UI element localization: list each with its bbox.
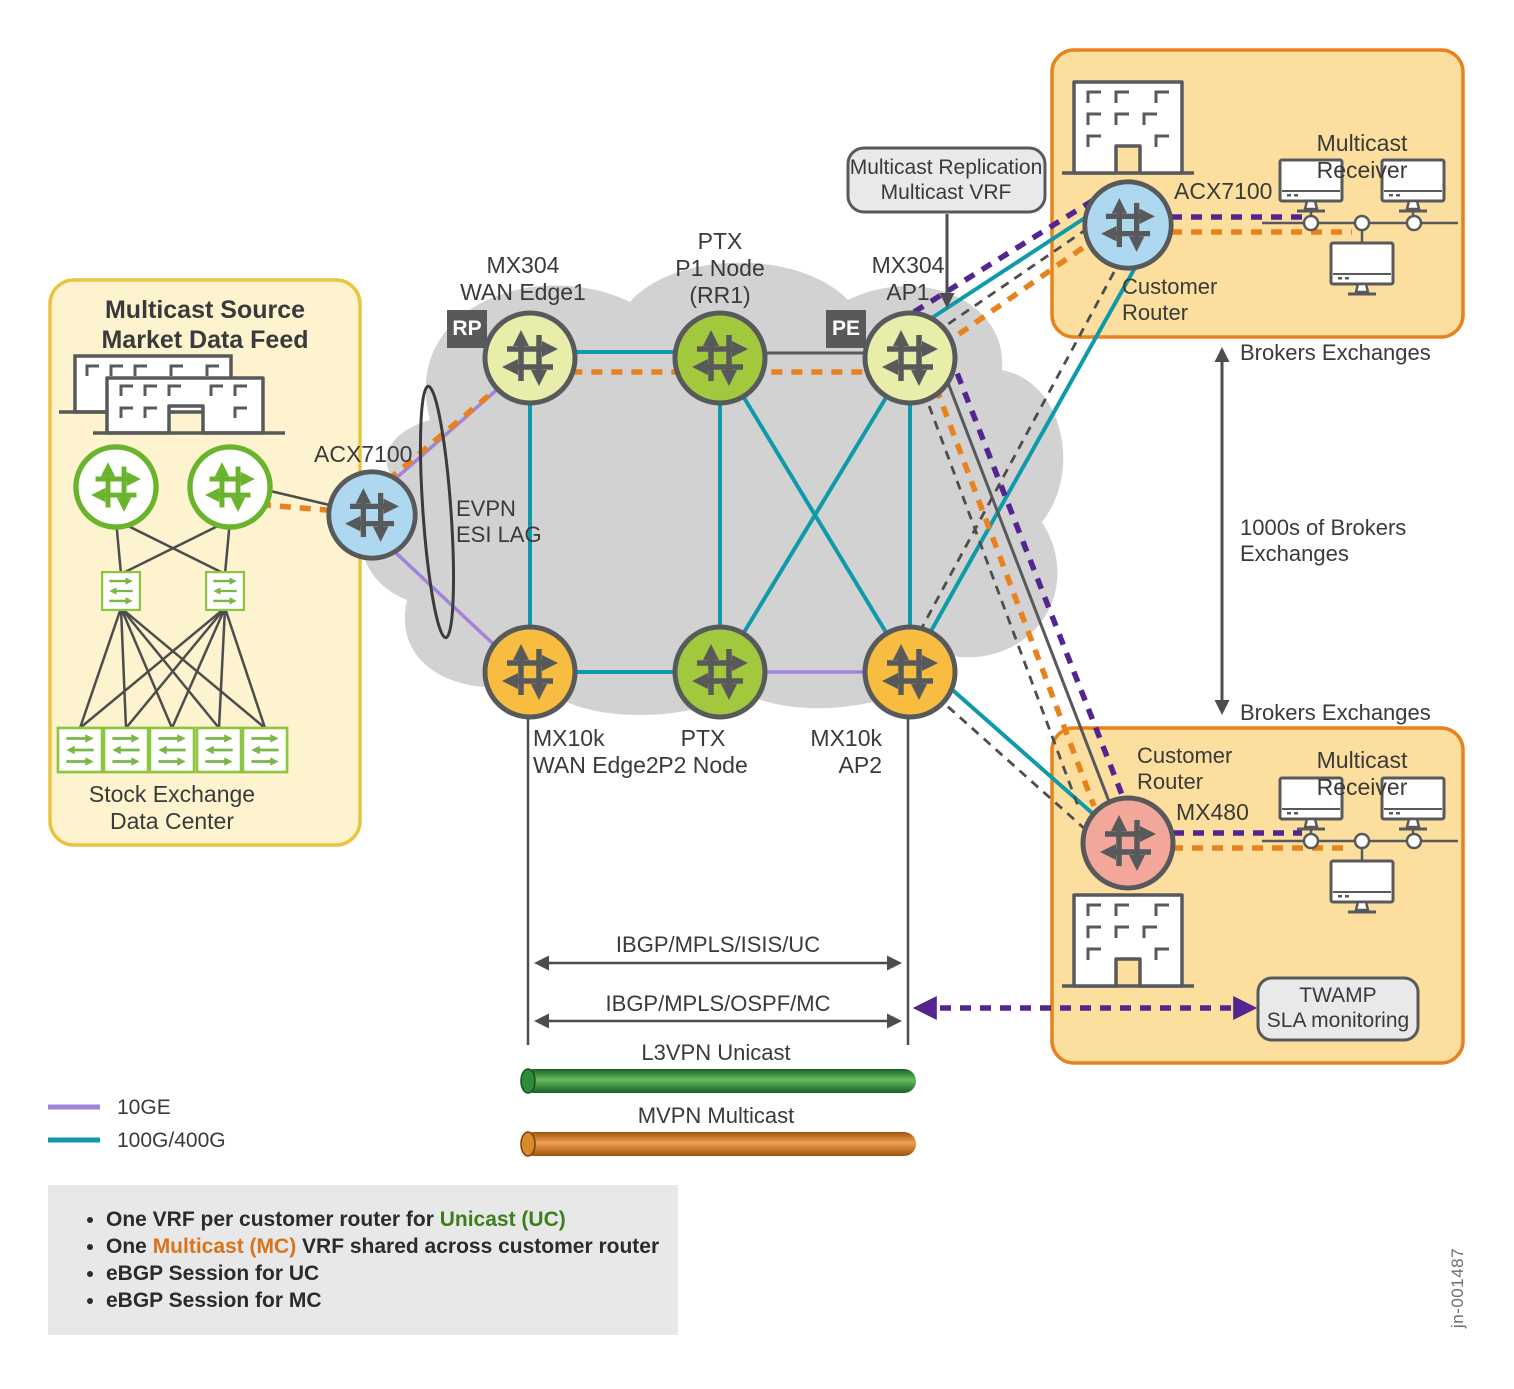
wan-edge1-label: MX304 WAN Edge1 (460, 252, 586, 306)
brokers-exchanges-top-label: Brokers Exchanges (1240, 340, 1431, 365)
mc-ap1-acxcust (924, 237, 1096, 360)
acx7100-customer-label: ACX7100 (1174, 178, 1273, 204)
brokers-exchanges-bottom-label: Brokers Exchanges (1240, 700, 1431, 725)
access-switch-icon (241, 726, 289, 774)
source-router-icon (73, 444, 159, 530)
mx304-wan-edge1-router-icon (482, 310, 578, 406)
twamp-label: TWAMP SLA monitoring (1266, 984, 1410, 1032)
wan-edge2-label: MX10k WAN Edge2 (533, 725, 659, 779)
note-item: One VRF per customer router for Unicast … (106, 1206, 668, 1233)
rp-badge: RP (447, 310, 487, 348)
acx7100-source-label: ACX7100 (314, 441, 413, 467)
protocol-span-guides (526, 717, 910, 1045)
multicast-mc-highlight: Multicast (MC) (152, 1235, 297, 1258)
receiver-lan-bottom (1262, 776, 1458, 914)
link-acx-wanedge2 (378, 536, 506, 656)
legend-10ge-label: 10GE (117, 1096, 171, 1119)
note-item: One Multicast (MC) VRF shared across cus… (106, 1233, 668, 1260)
customer-router-bottom-label: Customer Router (1137, 743, 1233, 794)
mx304-ap1-router-icon (862, 310, 958, 406)
link-ap1-p2 (718, 356, 912, 674)
building-icon (93, 376, 285, 435)
l3vpn-unicast-label: L3VPN Unicast (641, 1040, 791, 1065)
acx7100-customer-router-icon (1082, 179, 1174, 271)
links-indigo-dashed (912, 193, 1302, 1020)
p1-label: PTX P1 Node (RR1) (675, 228, 765, 309)
brokers-1000s-label: 1000s of Brokers Exchanges (1240, 515, 1407, 566)
links-gray-dashed (910, 222, 1122, 832)
mvpn-pipe (520, 1131, 916, 1157)
access-switch-icon (56, 726, 104, 774)
multicast-replication-callout (846, 146, 1047, 214)
source-box-title: Multicast Source Market Data Feed (101, 296, 309, 354)
mx10k-ap2-router-icon (862, 624, 958, 720)
source-box-footer: Stock Exchange Data Center (88, 781, 256, 835)
ptx-p2-router-icon (672, 624, 768, 720)
pe-badge: PE (826, 310, 866, 348)
multicast-receiver-bottom-label: Multicast Receiver (1316, 747, 1408, 801)
access-switch-icon (102, 726, 150, 774)
figure-id-watermark: jn-001487 (1448, 1247, 1467, 1329)
ap2-label: MX10k AP2 (810, 725, 882, 779)
l3vpn-pipe (520, 1068, 916, 1094)
p2-label: PTX P2 Node (658, 725, 748, 779)
notes-box: One VRF per customer router for Unicast … (48, 1185, 678, 1335)
ibgp-ospf-mc-label: IBGP/MPLS/OSPF/MC (605, 991, 831, 1016)
aggregation-switch-icon (100, 570, 142, 612)
note-item: eBGP Session for MC (106, 1287, 668, 1314)
source-router-icon (187, 444, 273, 530)
link-ap2-acxcust (924, 265, 1138, 641)
ptx-p1-router-icon (672, 310, 768, 406)
mx480-label: MX480 (1176, 799, 1249, 825)
multicast-receiver-top-label: Multicast Receiver (1316, 130, 1408, 184)
ap1-label: MX304 AP1 (871, 252, 945, 306)
legend-100g-label: 100G/400G (117, 1129, 226, 1152)
aggregation-switch-icon (204, 570, 246, 612)
mc-ap1-mx480 (926, 368, 1097, 807)
mvpn-multicast-label: MVPN Multicast (637, 1103, 795, 1128)
twamp-box (1256, 976, 1420, 1042)
access-switch-icon (195, 726, 243, 774)
mx480-customer-router-icon (1080, 795, 1176, 891)
multicast-replication-label: Multicast Replication Multicast VRF (849, 156, 1043, 204)
access-switch-icon (148, 726, 196, 774)
note-item: eBGP Session for UC (106, 1260, 668, 1287)
evpn-esi-lag-label: EVPN ESI LAG (456, 496, 542, 547)
receiver-lan-top (1262, 158, 1458, 296)
mx10k-wan-edge2-router-icon (482, 624, 578, 720)
customer-router-top-label: Customer Router (1122, 274, 1218, 325)
unicast-uc-highlight: Unicast (UC) (439, 1208, 566, 1231)
evpn-esi-lag-ellipse (418, 384, 456, 640)
link-ap1-mx480-solid (938, 361, 1112, 805)
acx7100-source-router-icon (326, 469, 418, 561)
ibgp-isis-uc-label: IBGP/MPLS/ISIS/UC (615, 932, 821, 957)
